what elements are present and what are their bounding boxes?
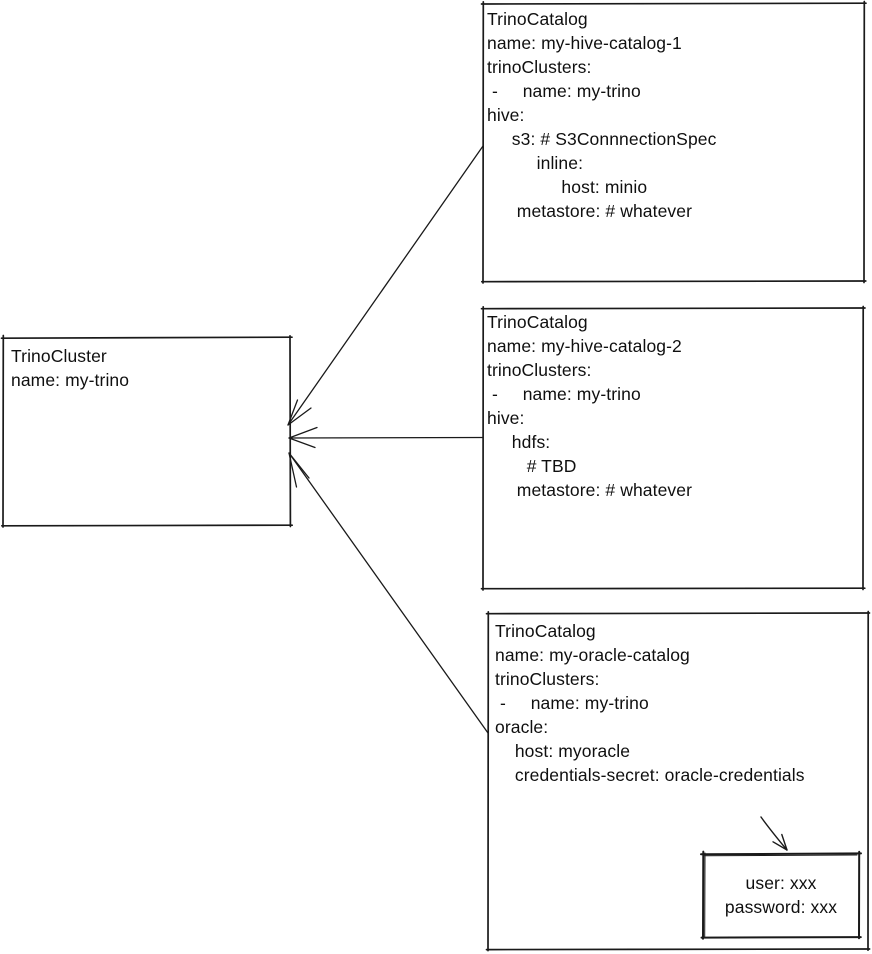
- connector-catalog3-to-cluster: [288, 452, 489, 734]
- connector-line: [288, 452, 489, 734]
- catalog1-spec-text: TrinoCatalog name: my-hive-catalog-1 tri…: [487, 9, 717, 221]
- connector-secret-arrow: [760, 816, 788, 851]
- arrowhead-icon: [772, 833, 788, 851]
- connector-line: [287, 145, 484, 426]
- catalog2-spec-text: TrinoCatalog name: my-hive-catalog-2 tri…: [487, 312, 693, 500]
- catalog2-box-outline: [480, 305, 866, 591]
- connector-catalog1-to-cluster: [287, 145, 484, 426]
- connector-line: [760, 816, 788, 851]
- catalog1-box-outline: [480, 0, 867, 284]
- trino-cluster-box-outline: [0, 334, 294, 528]
- trino-cluster-spec-text: TrinoCluster name: my-trino: [11, 346, 130, 390]
- arrowhead-icon: [288, 426, 318, 449]
- secret-box-text: user: xxx password: xxx: [724, 873, 838, 917]
- arrowhead-icon: [287, 399, 312, 426]
- connector-catalog2-to-cluster: [288, 426, 484, 449]
- catalog3-box-outline: [485, 610, 871, 952]
- connector-line: [288, 436, 484, 439]
- catalog3-spec-text: TrinoCatalog name: my-oracle-catalog tri…: [495, 621, 805, 785]
- secret-box-outline: [700, 850, 862, 940]
